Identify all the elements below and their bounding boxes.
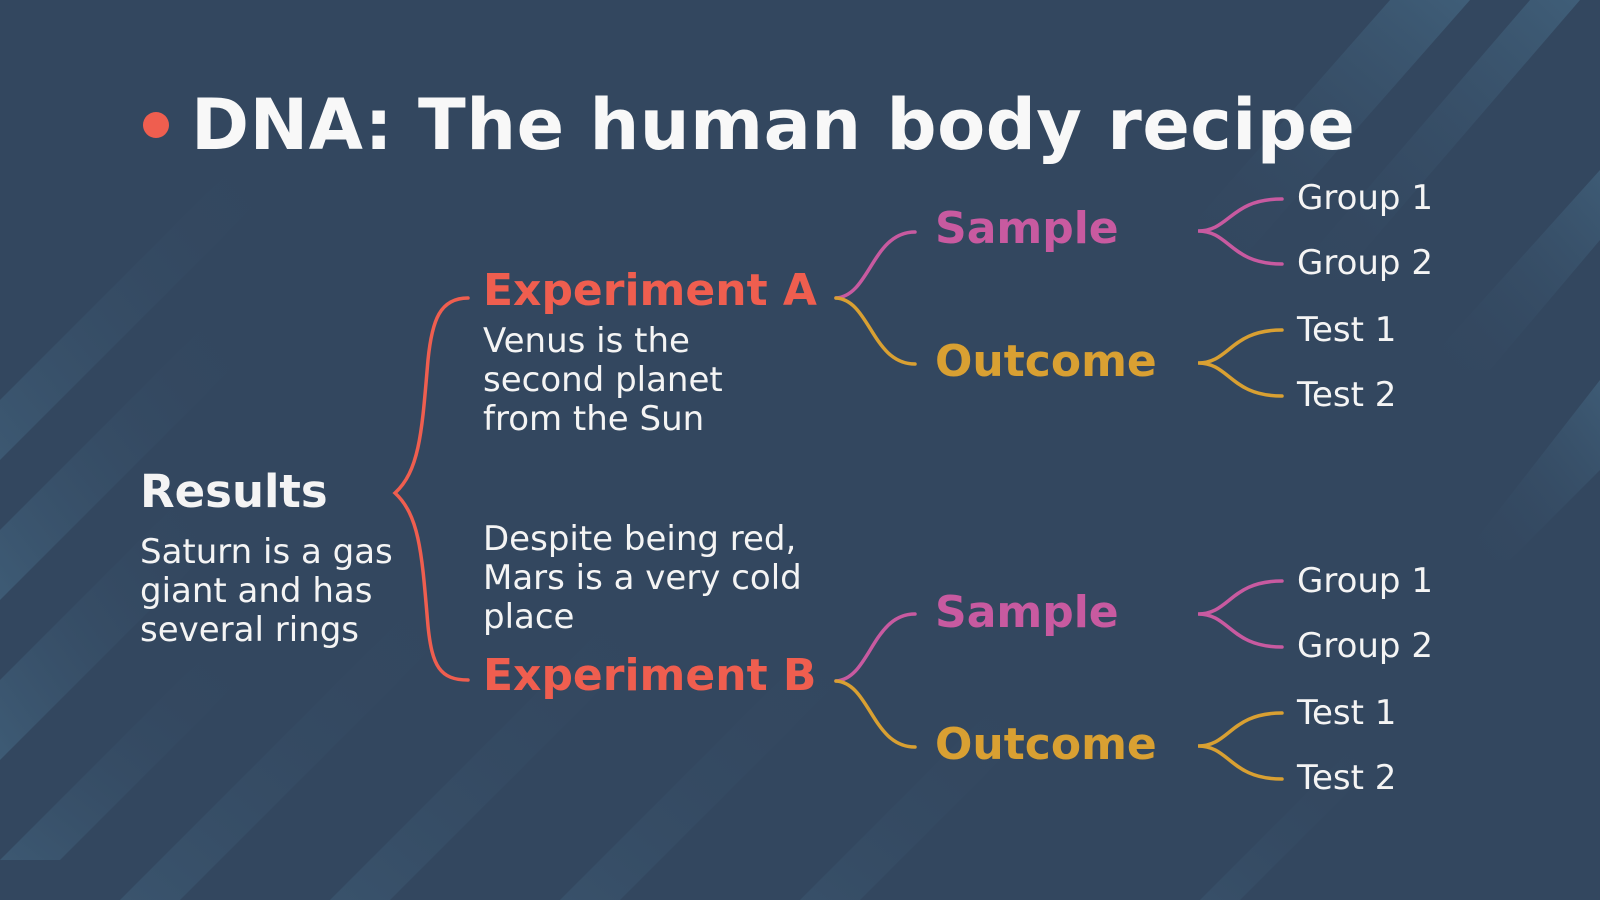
leaf-item: Test 1 [1297, 310, 1397, 350]
sample-a-leaves-connector [1197, 197, 1284, 266]
title-row: DNA: The human body recipe [143, 80, 1355, 170]
exp-a-outcome-connector [834, 296, 917, 366]
bullet-dot-icon [143, 112, 169, 138]
outcome-b-leaves-connector [1197, 711, 1284, 781]
experiment-b-sample-node: Sample [935, 587, 1119, 638]
experiment-a-outcome-node: Outcome [935, 336, 1157, 387]
leaf-item: Group 1 [1297, 561, 1433, 601]
leaf-item: Group 2 [1297, 626, 1433, 666]
exp-b-sample-connector [834, 612, 917, 683]
leaf-item: Group 2 [1297, 243, 1433, 283]
experiment-b-description: Despite being red, Mars is a very cold p… [483, 519, 802, 637]
leaf-item: Test 1 [1297, 693, 1397, 733]
experiment-a-description: Venus is the second planet from the Sun [483, 321, 723, 439]
results-description: Saturn is a gas giant and has several ri… [140, 532, 393, 650]
outcome-a-leaves-connector [1197, 328, 1284, 398]
experiment-a-heading: Experiment A [483, 265, 817, 316]
leaf-item: Test 2 [1297, 375, 1397, 415]
exp-b-outcome-connector [834, 679, 917, 749]
sample-b-leaves-connector [1197, 579, 1284, 649]
experiment-a-sample-node: Sample [935, 203, 1119, 254]
results-heading: Results [140, 465, 328, 518]
leaf-item: Test 2 [1297, 758, 1397, 798]
slide-title: DNA: The human body recipe [191, 84, 1356, 166]
experiment-b-outcome-node: Outcome [935, 719, 1157, 770]
leaf-item: Group 1 [1297, 178, 1433, 218]
exp-a-sample-connector [834, 230, 917, 300]
experiment-b-heading: Experiment B [483, 650, 817, 701]
